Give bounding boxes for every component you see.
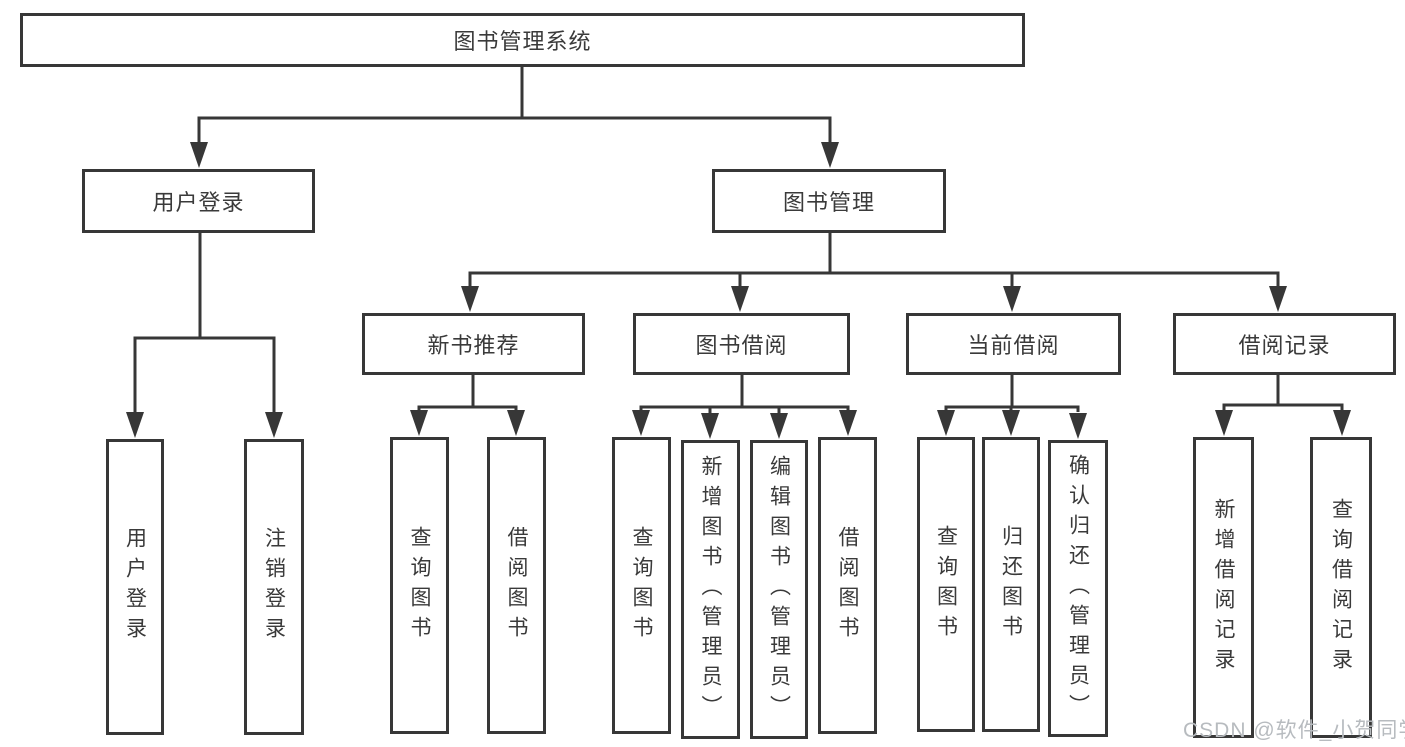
leaf-recommend-query-books: 查询图书 — [390, 437, 449, 734]
csdn-watermark: CSDN @软件_小贺同学 — [1183, 719, 1405, 742]
leaf-current-query-books: 查询图书 — [917, 437, 975, 732]
leaf-recommend-borrow-books: 借阅图书 — [487, 437, 546, 734]
leaf-add-borrow-record: 新增借阅记录 — [1193, 437, 1254, 738]
node-borrowing-records: 借阅记录 — [1173, 313, 1396, 375]
node-book-borrowing: 图书借阅 — [633, 313, 850, 375]
leaf-borrowing-query-books: 查询图书 — [612, 437, 671, 734]
leaf-borrowing-borrow-books: 借阅图书 — [818, 437, 877, 734]
leaf-query-borrow-record: 查询借阅记录 — [1310, 437, 1372, 738]
arrowhead-icons — [126, 142, 1351, 439]
node-new-book-recommendation: 新书推荐 — [362, 313, 585, 375]
leaf-confirm-return-admin: 确认归还（管理员） — [1048, 440, 1108, 737]
leaf-logout: 注销登录 — [244, 439, 304, 735]
node-user-login: 用户登录 — [82, 169, 315, 233]
leaf-edit-books-admin: 编辑图书（管理员） — [750, 440, 808, 739]
node-current-borrowing: 当前借阅 — [906, 313, 1121, 375]
leaf-add-books-admin: 新增图书（管理员） — [681, 440, 740, 739]
node-book-management: 图书管理 — [712, 169, 946, 233]
connector-line-group — [133, 67, 1344, 414]
leaf-user-login: 用户登录 — [106, 439, 164, 735]
leaf-return-books: 归还图书 — [982, 437, 1040, 732]
node-library-management-system: 图书管理系统 — [20, 13, 1025, 67]
